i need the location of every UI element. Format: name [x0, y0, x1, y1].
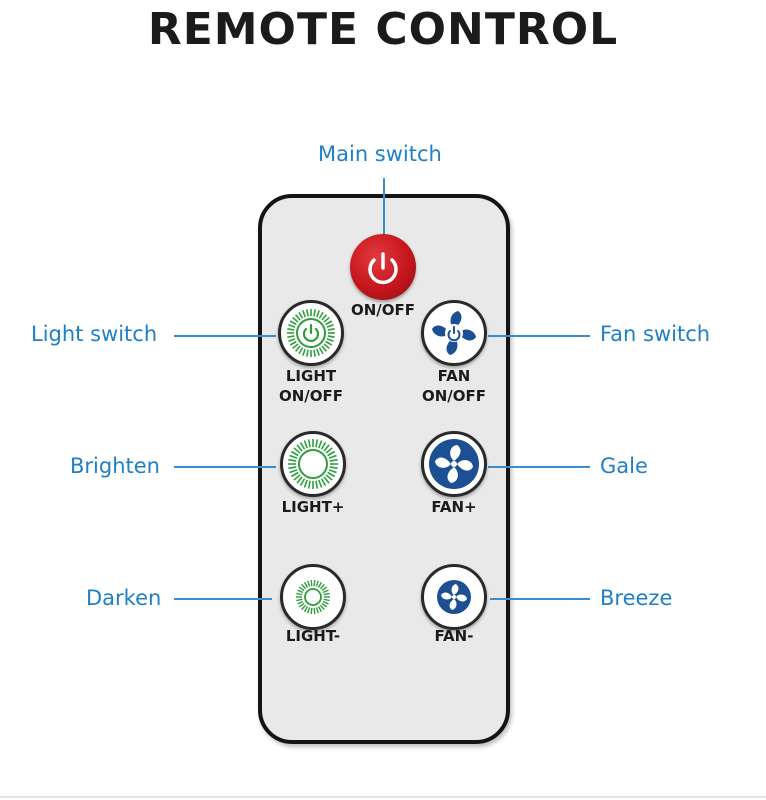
fan-small-icon	[437, 580, 471, 614]
light-power-icon	[287, 309, 335, 357]
fan-power-icon	[432, 311, 476, 355]
fan-onoff-button[interactable]	[421, 300, 487, 366]
callout-gale: Gale	[600, 454, 648, 478]
main-switch-line	[383, 178, 385, 236]
light-onoff-label: LIGHT ON/OFF	[266, 366, 356, 406]
callout-light-switch: Light switch	[31, 322, 158, 346]
fan-onoff-label-line2: ON/OFF	[421, 387, 487, 405]
fan-onoff-label-line1: FAN	[437, 367, 471, 385]
light-plus-button[interactable]	[280, 431, 346, 497]
fan-minus-label: FAN-	[434, 627, 474, 645]
light-onoff-label-line1: LIGHT	[285, 367, 337, 385]
fan-minus-button[interactable]	[421, 564, 487, 630]
power-button[interactable]	[350, 234, 416, 300]
light-bright-icon	[288, 439, 338, 489]
gale-line	[488, 466, 590, 468]
callout-darken: Darken	[86, 586, 162, 610]
fan-switch-line	[488, 335, 590, 337]
light-switch-line	[174, 335, 276, 337]
light-plus-label: LIGHT+	[281, 498, 345, 516]
brighten-line	[174, 466, 276, 468]
page-title: REMOTE CONTROL	[147, 4, 619, 55]
power-button-label: ON/OFF	[350, 301, 416, 319]
darken-line	[174, 598, 272, 600]
light-onoff-button[interactable]	[278, 300, 344, 366]
callout-breeze: Breeze	[600, 586, 673, 610]
fan-onoff-label: FAN ON/OFF	[409, 366, 499, 406]
fan-large-icon	[429, 439, 479, 489]
light-minus-button[interactable]	[280, 564, 346, 630]
power-icon	[368, 252, 398, 285]
fan-plus-label: FAN+	[431, 498, 477, 516]
fan-plus-button[interactable]	[421, 431, 487, 497]
callout-main-switch: Main switch	[318, 142, 442, 166]
callout-fan-switch: Fan switch	[600, 322, 711, 346]
light-dim-icon	[296, 580, 330, 614]
bottom-divider	[0, 796, 766, 798]
breeze-line	[490, 598, 590, 600]
callout-brighten: Brighten	[70, 454, 160, 478]
light-onoff-label-line2: ON/OFF	[278, 387, 344, 405]
light-minus-label: LIGHT-	[285, 627, 341, 645]
